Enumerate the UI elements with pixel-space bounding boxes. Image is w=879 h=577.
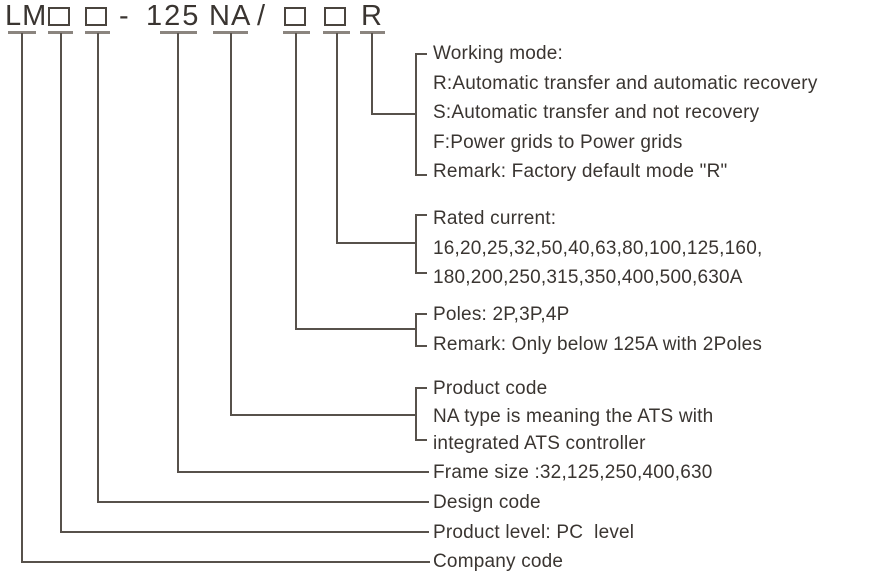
label-line: Frame size :32,125,250,400,630: [433, 462, 713, 483]
label-line: 16,20,25,32,50,40,63,80,100,125,160,: [433, 237, 763, 259]
model-dash: -: [119, 0, 129, 32]
bracket-rated-current: [415, 214, 417, 274]
connector-cap-working-mode: [360, 31, 385, 34]
placeholder-box-poles: [284, 7, 306, 26]
bracket-poles-bottom-tick: [415, 345, 427, 347]
connector-cap-poles: [283, 31, 310, 34]
label-line: S:Automatic transfer and not recovery: [433, 102, 760, 124]
label-line: R:Automatic transfer and automatic recov…: [433, 72, 818, 94]
bracket-product-code: [415, 387, 417, 441]
connector-stem-product-level: [60, 33, 62, 533]
model-product-code: NA: [209, 0, 252, 32]
connector-cap-product-level: [48, 31, 73, 34]
connector-stem-working-mode: [371, 33, 373, 115]
connector-cap-rated-current: [323, 31, 350, 34]
bracket-poles: [415, 313, 417, 347]
connector-elbow-rated-current: [336, 242, 417, 244]
label-line: Remark: Only below 125A with 2Poles: [433, 333, 763, 355]
label-product-level: Product level: PC level: [433, 518, 634, 548]
bracket-working-mode: [415, 53, 417, 176]
bracket-product-code-top-tick: [415, 387, 427, 389]
bracket-product-code-bottom-tick: [415, 439, 427, 441]
label-product-code: Product code NA type is meaning the ATS …: [433, 375, 713, 458]
bracket-working-mode-top-tick: [415, 53, 427, 55]
bracket-rated-current-bottom-tick: [415, 272, 427, 274]
label-line: integrated ATS controller: [433, 433, 646, 455]
connector-elbow-design-code: [97, 501, 429, 503]
connector-stem-design-code: [97, 33, 99, 503]
label-line: Product level: PC level: [433, 522, 635, 543]
label-design-code: Design code: [433, 488, 541, 518]
label-line: Product code: [433, 378, 548, 399]
label-line: Working mode:: [433, 43, 564, 64]
label-frame-size: Frame size :32,125,250,400,630: [433, 458, 713, 488]
connector-stem-poles: [295, 33, 297, 330]
connector-cap-company-code: [8, 31, 36, 34]
connector-elbow-working-mode: [371, 113, 417, 115]
label-line: Poles: 2P,3P,4P: [433, 304, 570, 325]
connector-elbow-frame-size: [177, 471, 429, 473]
connector-stem-frame-size: [177, 33, 179, 473]
connector-elbow-product-code: [230, 414, 417, 416]
label-line: Rated current:: [433, 208, 557, 229]
label-line: 180,200,250,315,350,400,500,630A: [433, 267, 743, 289]
connector-elbow-product-level: [60, 531, 429, 533]
bracket-working-mode-bottom-tick: [415, 174, 427, 176]
model-separator: /: [257, 0, 266, 32]
connector-stem-rated-current: [336, 33, 338, 244]
bracket-rated-current-top-tick: [415, 214, 427, 216]
label-line: F:Power grids to Power grids: [433, 131, 683, 153]
placeholder-box-design-code: [85, 7, 107, 26]
label-line: NA type is meaning the ATS with: [433, 405, 714, 427]
label-line: Remark: Factory default mode "R": [433, 161, 728, 183]
label-line: Company code: [433, 551, 564, 572]
connector-stem-company-code: [21, 33, 23, 563]
label-rated-current: Rated current: 16,20,25,32,50,40,63,80,1…: [433, 204, 762, 293]
connector-cap-frame-size: [160, 31, 197, 34]
connector-elbow-poles: [295, 328, 417, 330]
model-frame-size: 125: [146, 0, 201, 32]
label-line: Design code: [433, 492, 541, 513]
connector-elbow-company-code: [21, 561, 430, 563]
label-poles: Poles: 2P,3P,4P Remark: Only below 125A …: [433, 300, 762, 359]
label-company-code: Company code: [433, 547, 563, 577]
placeholder-box-product-level: [48, 7, 70, 26]
label-working-mode: Working mode: R:Automatic transfer and a…: [433, 39, 818, 187]
connector-cap-product-code: [213, 31, 248, 34]
connector-cap-design-code: [85, 31, 110, 34]
placeholder-box-rated-current: [324, 7, 346, 26]
bracket-poles-top-tick: [415, 313, 427, 315]
model-working-mode: R: [361, 0, 382, 32]
connector-stem-product-code: [230, 33, 232, 416]
model-company-code: LM: [5, 0, 48, 32]
